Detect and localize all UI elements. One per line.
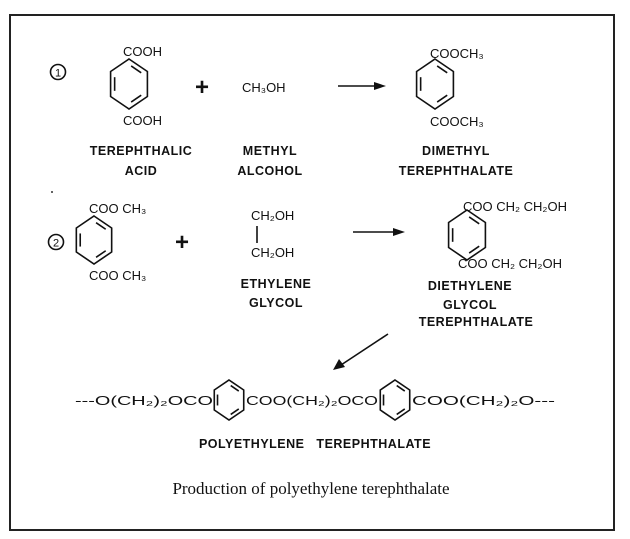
substituent-top: COOCH₃	[430, 46, 484, 61]
substituent-bottom: COOCH₃	[430, 114, 484, 129]
compound-name: ALCOHOL	[237, 164, 302, 178]
double-bond	[95, 250, 107, 258]
polymer-chain: ---O(CH₂)₂OCO COO(CH₂)₂OCO COO(CH₂)₂O---…	[75, 379, 555, 451]
double-bond	[396, 408, 406, 416]
polymer-segment: ---O(CH₂)₂OCO	[75, 393, 213, 408]
plus-sign: +	[195, 74, 209, 101]
ring-outline	[109, 58, 149, 110]
compound-name: METHYL	[243, 144, 297, 158]
substituent-top: COOH	[123, 44, 162, 59]
diagram-frame	[9, 14, 615, 531]
methanol-formula: CH₃OH	[242, 80, 286, 95]
substituent-top: COO CH₃	[89, 201, 146, 216]
reaction-arrow	[338, 82, 386, 90]
double-bond	[436, 94, 448, 103]
compound-name: GLYCOL	[443, 298, 497, 312]
compound-name: DIMETHYL	[422, 144, 490, 158]
double-bond	[396, 384, 406, 392]
compound-name: TEREPHTHALATE	[399, 164, 514, 178]
ring-outline	[447, 209, 487, 261]
ring-outline	[213, 379, 245, 421]
ring-outline	[75, 215, 113, 265]
double-bond	[468, 216, 480, 225]
polymer-segment: COO(CH₂)₂OCO	[246, 393, 378, 408]
substituent-bottom: COO CH₃	[89, 268, 146, 283]
benzene-ring-dimethyl-terephthalate	[415, 58, 455, 110]
benzene-ring-polymer	[213, 379, 245, 421]
step-1: 1 COOH COOH TEREPHTHALIC ACID + CH₃OH ME…	[49, 44, 514, 178]
substituent-top: COO CH₂ CH₂OH	[463, 199, 567, 214]
polymerization-arrow	[333, 333, 389, 370]
step-number-circle	[49, 63, 67, 81]
compound-name: ACID	[125, 164, 158, 178]
ethylene-glycol-bottom: CH₂OH	[251, 245, 294, 260]
ring-outline	[379, 379, 411, 421]
compound-name: ETHYLENE	[241, 277, 312, 291]
benzene-ring-polymer	[379, 379, 411, 421]
double-bond	[230, 384, 240, 392]
compound-name: TEREPHTHALIC	[90, 144, 193, 158]
plus-sign: +	[175, 229, 189, 256]
compound-name: TEREPHTHALATE	[419, 315, 534, 329]
double-bond	[468, 245, 480, 254]
ring-outline	[415, 58, 455, 110]
polymer-name: POLYETHYLENE TEREPHTHALATE	[199, 437, 431, 451]
double-bond	[230, 408, 240, 416]
ethylene-glycol-top: CH₂OH	[251, 208, 294, 223]
benzene-ring-product	[447, 209, 487, 261]
compound-name: DIETHYLENE	[428, 279, 512, 293]
double-bond	[130, 65, 142, 74]
figure-caption: Production of polyethylene terephthalate	[172, 479, 449, 498]
benzene-ring-terephthalic-acid	[109, 58, 149, 110]
double-bond	[130, 94, 142, 103]
double-bond	[436, 65, 448, 74]
compound-name: GLYCOL	[249, 296, 303, 310]
benzene-ring-dimethyl-terephthalate	[75, 215, 113, 265]
step-2: 2 COO CH₃ COO CH₃ + CH₂OH CH₂OH ETHYLENE…	[47, 199, 567, 329]
step-number: 2	[53, 238, 59, 250]
polymer-segment: COO(CH₂)₂O---	[412, 393, 555, 408]
step-number: 1	[55, 68, 61, 80]
substituent-bottom: COO CH₂ CH₂OH	[458, 256, 562, 271]
substituent-bottom: COOH	[123, 113, 162, 128]
reaction-arrow	[353, 228, 405, 236]
step-number-circle	[47, 233, 65, 251]
stray-dot	[51, 191, 53, 193]
double-bond	[95, 222, 107, 230]
